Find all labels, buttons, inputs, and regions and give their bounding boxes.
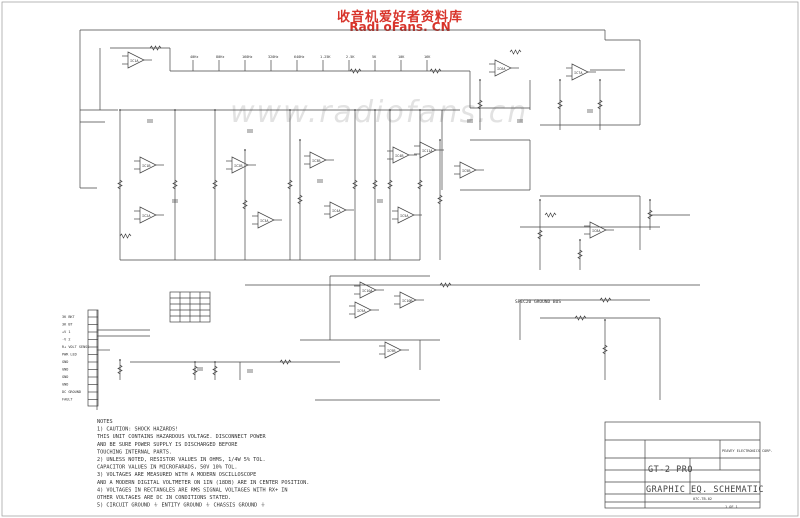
- note-line: 4) VOLTAGES IN RECTANGLES ARE RMS SIGNAL…: [97, 487, 288, 493]
- op-amp-label: IC5A: [400, 214, 409, 218]
- header-chinese-title: 收音机爱好者资料库: [336, 10, 463, 25]
- component-layer: [117, 45, 653, 380]
- watermark: www.radiofans.cn: [230, 95, 529, 130]
- voltage-table: [169, 291, 211, 323]
- note-line: 1) CAUTION: SHOCK HAZARDS!: [97, 427, 178, 433]
- connector-pin-label: GND: [62, 360, 68, 364]
- note-line: AND BE SURE POWER SUPPLY IS DISCHARGED B…: [97, 442, 238, 448]
- op-amp: IC3B: [304, 151, 334, 169]
- title-block: PEAVEY ELECTRONICS CORP. GT-2 PRO GRAPHI…: [604, 421, 773, 509]
- header-site: Radi oFans. CN: [349, 20, 451, 34]
- connector-pin-label: FAULT: [62, 398, 73, 402]
- note-line: CAPACITOR VALUES IN MICROFARADS, 50V 10%…: [97, 465, 238, 471]
- op-amp-label: IC3A: [260, 219, 269, 223]
- op-amp-label: IC5B: [462, 169, 470, 173]
- band-label: 10K: [398, 55, 405, 59]
- op-amp: IC8A: [584, 221, 614, 239]
- connector-pin-label: R+ VOLT SENSE: [62, 345, 89, 349]
- op-amp: IC3A: [252, 211, 282, 229]
- op-amp: IC7A: [566, 63, 596, 81]
- op-amp: IC4A: [324, 201, 354, 219]
- connector-j1: 3K BKT 3K BT +V 1 -V 2 R+ VOLT SENSE PWR LED G…: [62, 309, 99, 407]
- drawing-number: 07C-TB-02: [693, 497, 712, 501]
- connector-pin-label: PWR LED: [62, 353, 77, 357]
- band-label: 1.25K: [320, 55, 331, 59]
- op-amp-label: IC10A: [362, 289, 373, 293]
- op-amp-label: IC8A: [592, 229, 601, 233]
- op-amp-label: IC9B: [387, 349, 395, 353]
- op-amp-label: IC1B: [142, 164, 150, 168]
- op-amp-label: IC2A: [142, 214, 151, 218]
- op-amp-label: IC3B: [312, 159, 320, 163]
- connector-pin-label: -V 2: [62, 338, 70, 342]
- note-line: 3) VOLTAGES ARE MEASURED WITH A MODERN O…: [97, 472, 256, 478]
- band-label: 5K: [372, 55, 377, 59]
- op-amp: IC4B: [387, 146, 417, 164]
- connector-pin-label: GND: [62, 375, 68, 379]
- op-amp: IC11A: [414, 141, 444, 159]
- sheet-title: GRAPHIC EQ. SCHEMATIC: [646, 485, 764, 495]
- op-amp: IC10A: [354, 281, 384, 299]
- connector-pin-label: 3K BT: [62, 323, 73, 327]
- op-amp-label: IC2B: [234, 164, 242, 168]
- note-line: THIS UNIT CONTAINS HAZARDOUS VOLTAGE. DI…: [97, 434, 267, 440]
- op-amp: IC9B: [379, 341, 409, 359]
- band-label: 2.5K: [346, 55, 355, 59]
- band-label: 160Hz: [242, 55, 253, 59]
- op-amp: IC5B: [454, 161, 484, 179]
- op-amp: IC2A: [134, 206, 164, 224]
- op-amp: IC6A: [489, 59, 519, 77]
- op-amp-label: IC6A: [497, 67, 506, 71]
- op-amp: IC9A: [349, 301, 379, 319]
- op-amp-label: IC11A: [422, 149, 433, 153]
- bus-wires: [79, 29, 700, 410]
- note-line: 5) CIRCUIT GROUND ⏚ ENTITY GROUND ⏚ CHAS…: [97, 502, 266, 509]
- note-line: OTHER VOLTAGES ARE DC IN CONDITIONS STAT…: [97, 495, 231, 501]
- note-line: TOUCHING INTERNAL PARTS.: [97, 449, 172, 455]
- note-line: AND A MODERN DIGITAL VOLTMETER ON 1IN (1…: [97, 480, 309, 486]
- connector-pin-label: 3K BKT: [62, 315, 76, 319]
- op-amp: IC1A: [122, 51, 152, 69]
- op-amp-label: IC4B: [395, 154, 403, 158]
- note-line: NOTES: [97, 419, 113, 425]
- note-line: 2) UNLESS NOTED, RESISTOR VALUES IN OHMS…: [97, 457, 266, 463]
- band-label-layer: 40Hz 80Hz 160Hz 320Hz 640Hz 1.25K 2.5K 5K 10K 16K: [190, 55, 431, 71]
- sub-label: SPEC20 GROUND BUS: [515, 299, 561, 305]
- connector-pin-label: GND: [62, 383, 68, 387]
- op-amp: IC5A: [392, 206, 422, 224]
- band-label: 40Hz: [190, 55, 198, 59]
- connector-pin-label: +V 1: [62, 330, 70, 334]
- op-amp: IC1B: [134, 156, 164, 174]
- op-amp-label: IC9A: [357, 309, 366, 313]
- op-amp: IC2B: [226, 156, 256, 174]
- op-amp: IC10B: [394, 291, 424, 309]
- sheet-number: 1 OF 1: [725, 505, 738, 509]
- connector-pin-label: DC GROUND: [62, 390, 81, 394]
- connector-pin-label: GND: [62, 368, 68, 372]
- model-name: GT-2 PRO: [648, 465, 693, 475]
- op-amp-label: IC1A: [130, 59, 139, 63]
- op-amp-label: IC10B: [402, 299, 413, 303]
- band-label: 640Hz: [294, 55, 305, 59]
- company-name: PEAVEY ELECTRONICS CORP.: [722, 449, 773, 453]
- band-label: 320Hz: [268, 55, 279, 59]
- notes-block: NOTES 1) CAUTION: SHOCK HAZARDS! THIS UNI…: [97, 419, 309, 509]
- op-amp-label: IC4A: [332, 209, 341, 213]
- band-label: 16K: [424, 55, 431, 59]
- op-amp-label: IC7A: [574, 71, 583, 75]
- band-label: 80Hz: [216, 55, 224, 59]
